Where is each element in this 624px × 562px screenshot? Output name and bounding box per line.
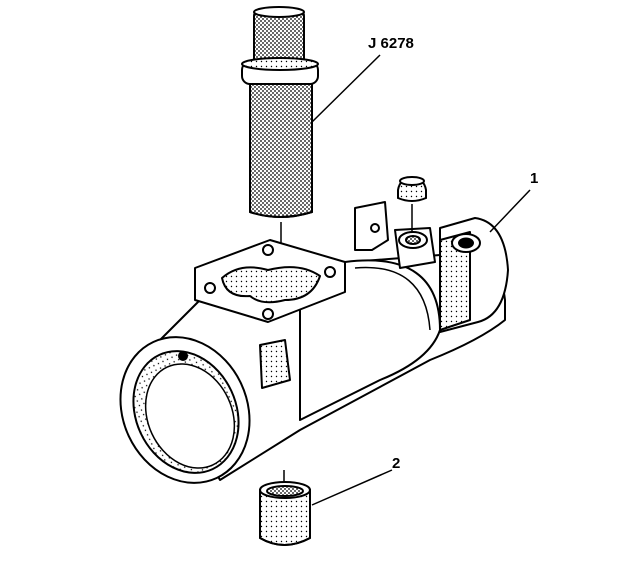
port-plug — [397, 176, 427, 232]
bore-inner — [144, 363, 236, 469]
housing-lug — [259, 339, 291, 389]
callout-part-1: 1 — [530, 170, 538, 187]
callout-tool: J 6278 — [368, 35, 414, 52]
leader-part-2 — [311, 469, 393, 506]
flange-bolt-hole-2 — [262, 244, 274, 256]
flange-bolt-hole-3 — [324, 266, 336, 278]
leader-part-1 — [489, 189, 531, 233]
leader-tool — [311, 54, 381, 123]
driver-collar-top — [241, 57, 319, 71]
callout-part-2: 2 — [392, 455, 400, 472]
driver-body — [249, 83, 313, 218]
flange-bolt-hole-4 — [262, 308, 274, 320]
leader-lines — [311, 54, 531, 506]
driver-cap-top — [253, 6, 305, 18]
end-port-bore — [458, 237, 474, 249]
bushing — [259, 481, 311, 546]
bracket-hole — [370, 223, 380, 233]
gear-housing — [119, 201, 509, 484]
bore-pin — [178, 351, 188, 361]
bushing-bore — [266, 485, 304, 497]
flange-opening — [221, 266, 321, 304]
flange-bolt-hole-1 — [204, 282, 216, 294]
side-port-bore — [405, 235, 421, 245]
tool-j6278-driver — [241, 6, 319, 218]
